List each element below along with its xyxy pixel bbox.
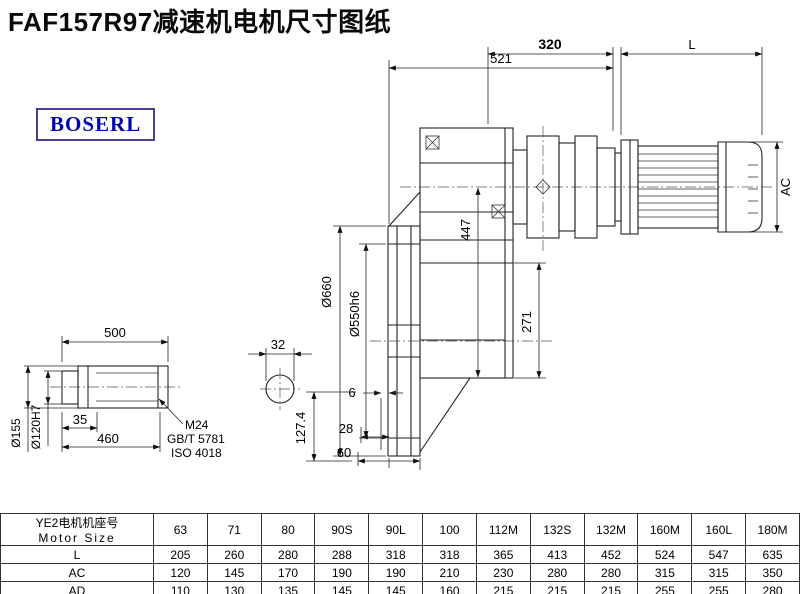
dim-460: 460	[97, 431, 119, 446]
table-column-header: 71	[206, 513, 262, 546]
table-cell: 145	[368, 581, 424, 594]
table-column-header: 100	[422, 513, 477, 546]
table-cell: 280	[529, 563, 585, 582]
key-section-detail: 32	[248, 337, 312, 404]
table-cell: 260	[206, 545, 262, 564]
table-cell: 190	[368, 563, 424, 582]
table-cell: 315	[691, 563, 747, 582]
table-column-header: 90L	[368, 513, 424, 546]
table-cell: 280	[260, 545, 316, 564]
height-dimensions: 447 271	[458, 187, 546, 379]
bottom-dimensions: 6 28 60 127.4	[293, 385, 421, 470]
dim-28: 28	[339, 421, 353, 436]
dim-32: 32	[271, 337, 285, 352]
dim-shaft-bore: Ø120H7	[29, 404, 43, 449]
right-dimensions: AC	[750, 141, 793, 233]
table-column-header: 180M	[745, 513, 800, 546]
table-column-header: 132S	[529, 513, 585, 546]
header-label-cn: YE2电机机座号	[35, 516, 119, 530]
table-cell: 350	[745, 563, 800, 582]
table-column-header: 90S	[314, 513, 370, 546]
boserl-logo: BOSERL	[36, 108, 156, 141]
table-column-header: 63	[153, 513, 208, 546]
table-cell: 190	[314, 563, 370, 582]
table-cell: 170	[260, 563, 316, 582]
header-label-en: Motor Size	[38, 531, 116, 545]
table-cell: 205	[153, 545, 208, 564]
dim-AC: AC	[778, 178, 793, 196]
table-cell: 413	[529, 545, 585, 564]
table-cell: 288	[314, 545, 370, 564]
standard-iso: ISO 4018	[171, 446, 222, 460]
dim-521: 521	[490, 51, 512, 66]
dim-6: 6	[348, 385, 355, 400]
table-cell: 547	[691, 545, 747, 564]
table-column-header: 160L	[691, 513, 747, 546]
table-cell: 318	[368, 545, 424, 564]
table-cell: 318	[422, 545, 477, 564]
table-cell: 160	[422, 581, 477, 594]
table-column-header: 112M	[475, 513, 531, 546]
table-row-label: L	[0, 545, 154, 564]
dim-60: 60	[337, 445, 351, 460]
centerlines	[50, 126, 772, 410]
dim-320: 320	[538, 36, 562, 52]
table-cell: 145	[206, 563, 262, 582]
table-cell: 365	[475, 545, 531, 564]
table-cell: 452	[583, 545, 639, 564]
table-cell: 120	[153, 563, 208, 582]
dim-L: L	[688, 37, 695, 52]
table-cell: 315	[637, 563, 693, 582]
table-column-header: 80	[260, 513, 316, 546]
output-flange	[387, 191, 471, 457]
table-cell: 215	[583, 581, 639, 594]
dim-271: 271	[519, 311, 534, 333]
table-cell: 215	[475, 581, 531, 594]
standard-gb: GB/T 5781	[167, 432, 225, 446]
dim-flange-od: Ø660	[319, 276, 334, 308]
thread-callout: M24	[185, 418, 209, 432]
dim-35: 35	[73, 412, 87, 427]
table-column-header: 160M	[637, 513, 693, 546]
top-dimensions: 521 320 L	[388, 36, 763, 224]
table-column-header: 132M	[583, 513, 639, 546]
dim-127-4: 127.4	[293, 412, 308, 445]
table-cell: 110	[153, 581, 208, 594]
table-cell: 135	[260, 581, 316, 594]
motor	[620, 139, 763, 235]
table-row-label: AC	[0, 563, 154, 582]
table-row-label: AD	[0, 581, 154, 594]
table-cell: 635	[745, 545, 800, 564]
dimension-drawing: 521 320 L AC Ø660 Ø550h6 447	[9, 36, 793, 470]
shaft-detail: 500 35 460 M24 GB/T 5781 ISO 4018 Ø155	[9, 325, 225, 460]
page-title: FAF157R97减速机电机尺寸图纸	[8, 7, 392, 37]
dim-447: 447	[458, 219, 473, 241]
dim-500: 500	[104, 325, 126, 340]
table-cell: 524	[637, 545, 693, 564]
table-cell: 230	[475, 563, 531, 582]
dim-flange-spigot: Ø550h6	[347, 291, 362, 337]
gearbox-main-view	[387, 127, 763, 457]
table-cell: 215	[529, 581, 585, 594]
table-cell: 280	[745, 581, 800, 594]
table-cell: 210	[422, 563, 477, 582]
table-cell: 145	[314, 581, 370, 594]
table-cell: 130	[206, 581, 262, 594]
table-cell: 255	[691, 581, 747, 594]
table-cell: 280	[583, 563, 639, 582]
motor-adapter	[512, 135, 622, 239]
flange-dimensions: Ø660 Ø550h6	[319, 225, 386, 457]
lifting-eye-pad	[425, 135, 506, 219]
table-cell: 255	[637, 581, 693, 594]
dim-shaft-dia: Ø155	[9, 418, 23, 448]
